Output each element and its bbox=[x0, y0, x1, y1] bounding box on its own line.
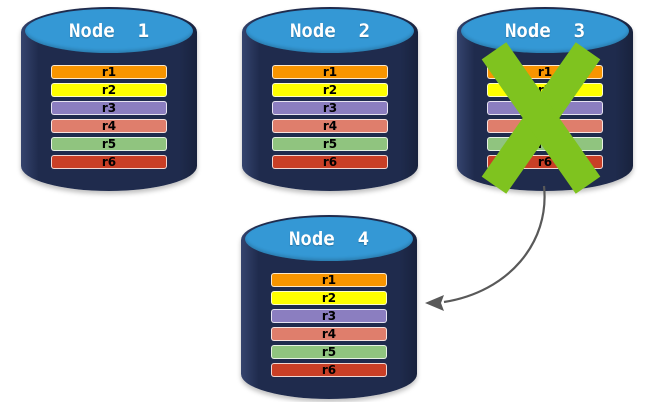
cylinder-top bbox=[25, 9, 193, 53]
row-label: r6 bbox=[537, 155, 553, 169]
failure-x-icon bbox=[481, 42, 601, 194]
row-label: r1 bbox=[321, 273, 337, 287]
row-label: r6 bbox=[101, 155, 117, 169]
row-r2: r2 bbox=[271, 291, 387, 305]
node-label: Node 3 bbox=[504, 19, 586, 42]
row-label: r2 bbox=[101, 83, 117, 97]
row-label: r5 bbox=[321, 345, 337, 359]
row-label: r5 bbox=[322, 137, 338, 151]
node-2: Node 2 r1 r2 r3 r4 r5 r6 bbox=[242, 7, 418, 191]
row-r2: r2 bbox=[272, 83, 388, 97]
row-label: r4 bbox=[101, 119, 117, 133]
row-label: r4 bbox=[321, 327, 337, 341]
row-label: r3 bbox=[321, 309, 337, 323]
row-label: r1 bbox=[322, 65, 338, 79]
node-1: Node 1 r1 r2 r3 r4 r5 r6 bbox=[21, 7, 197, 191]
row-r6: r6 bbox=[271, 363, 387, 377]
row-label: r5 bbox=[101, 137, 117, 151]
row-r2: r2 bbox=[51, 83, 167, 97]
row-list: r1 r2 r3 r4 r5 r6 bbox=[271, 273, 387, 381]
row-r3: r3 bbox=[51, 101, 167, 115]
row-r4: r4 bbox=[272, 119, 388, 133]
row-r5: r5 bbox=[271, 345, 387, 359]
arrow-curve bbox=[443, 185, 546, 304]
row-r3: r3 bbox=[272, 101, 388, 115]
cylinder-top bbox=[246, 9, 414, 53]
row-label: r1 bbox=[537, 65, 553, 79]
node-label: Node 4 bbox=[288, 227, 370, 250]
node-label: Node 2 bbox=[289, 19, 371, 42]
row-r4: r4 bbox=[51, 119, 167, 133]
row-label: r4 bbox=[322, 119, 338, 133]
row-label: r2 bbox=[322, 83, 338, 97]
row-r5: r5 bbox=[51, 137, 167, 151]
node-label: Node 1 bbox=[68, 19, 150, 42]
row-label: r1 bbox=[101, 65, 117, 79]
row-r1: r1 bbox=[51, 65, 167, 79]
cylinder-top bbox=[461, 9, 629, 53]
row-label: r3 bbox=[101, 101, 117, 115]
node-4: Node 4 r1 r2 r3 r4 r5 r6 bbox=[241, 215, 417, 399]
row-r6: r6 bbox=[272, 155, 388, 169]
row-label: r3 bbox=[322, 101, 338, 115]
arrow-head-icon bbox=[425, 295, 444, 311]
row-r1: r1 bbox=[272, 65, 388, 79]
row-list: r1 r2 r3 r4 r5 r6 bbox=[272, 65, 388, 173]
row-r3: r3 bbox=[271, 309, 387, 323]
row-r6: r6 bbox=[51, 155, 167, 169]
row-label: r2 bbox=[321, 291, 337, 305]
row-list: r1 r2 r3 r4 r5 r6 bbox=[51, 65, 167, 173]
row-r5: r5 bbox=[272, 137, 388, 151]
cylinder-top bbox=[245, 217, 413, 261]
row-label: r6 bbox=[321, 363, 337, 377]
row-label: r6 bbox=[322, 155, 338, 169]
row-r4: r4 bbox=[271, 327, 387, 341]
row-r1: r1 bbox=[271, 273, 387, 287]
